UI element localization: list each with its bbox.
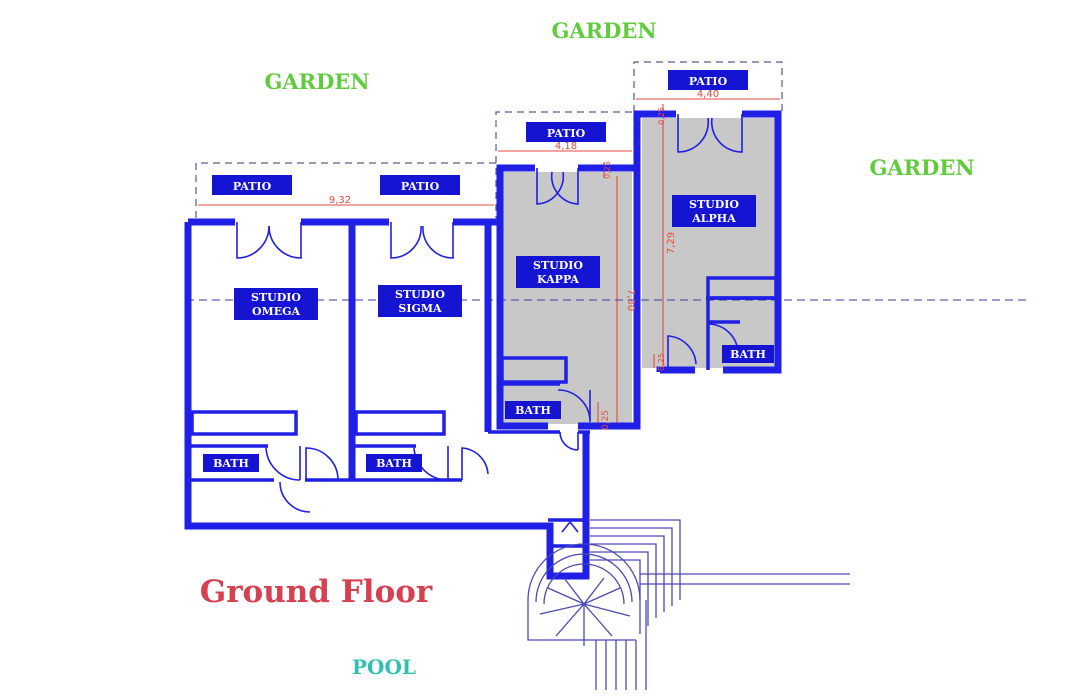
kappa-floor	[502, 172, 632, 424]
dimension-kappa-width: 4,18	[555, 141, 577, 152]
dimension-kappa-bottom: 0,25	[601, 410, 611, 430]
svg-text:OMEGA: OMEGA	[252, 305, 301, 318]
room-label-sigma: STUDIO SIGMA	[378, 285, 462, 317]
dimension-kappa-depth: 7,30	[625, 289, 636, 311]
dimension-alpha-bottom: 0,25	[657, 353, 666, 371]
bath-label-sigma: BATH	[366, 454, 422, 472]
dimension-alpha-top: 0,25	[657, 107, 666, 125]
svg-text:PATIO: PATIO	[689, 75, 728, 88]
bath-label-omega: BATH	[203, 454, 259, 472]
svg-text:BATH: BATH	[376, 457, 412, 470]
bath-label-kappa: BATH	[505, 401, 561, 419]
pool-label: POOL	[352, 655, 416, 679]
svg-text:ALPHA: ALPHA	[691, 212, 736, 225]
svg-text:SIGMA: SIGMA	[398, 302, 442, 315]
dimension-alpha-depth: 7,29	[666, 232, 677, 254]
patio-label-omega: PATIO	[212, 175, 292, 195]
svg-text:STUDIO: STUDIO	[533, 259, 583, 272]
room-label-alpha: STUDIO ALPHA	[672, 195, 756, 227]
door-swings	[236, 114, 743, 533]
patio-label-sigma: PATIO	[380, 175, 460, 195]
svg-text:BATH: BATH	[213, 457, 249, 470]
walls	[184, 110, 782, 580]
dimension-kappa-top: 0,25	[603, 161, 612, 179]
room-label-omega: STUDIO OMEGA	[234, 288, 318, 320]
svg-text:STUDIO: STUDIO	[251, 291, 301, 304]
dimension-lines	[198, 98, 780, 428]
page-title: Ground Floor	[200, 574, 433, 610]
svg-text:PATIO: PATIO	[233, 180, 272, 193]
dimension-left-width: 9,32	[329, 195, 351, 206]
svg-text:PATIO: PATIO	[547, 127, 586, 140]
patio-outlines	[195, 61, 783, 218]
room-label-kappa: STUDIO KAPPA	[516, 256, 600, 288]
svg-text:BATH: BATH	[515, 404, 551, 417]
patio-label-kappa: PATIO	[526, 122, 606, 142]
dimension-alpha-width: 4,40	[697, 89, 719, 100]
stairs	[527, 519, 850, 690]
garden-label-left: GARDEN	[264, 69, 369, 94]
bath-label-alpha: BATH	[722, 345, 774, 363]
garden-label-top: GARDEN	[551, 18, 656, 43]
svg-text:PATIO: PATIO	[401, 180, 440, 193]
svg-text:STUDIO: STUDIO	[395, 288, 445, 301]
patio-label-alpha: PATIO	[668, 70, 748, 90]
svg-text:STUDIO: STUDIO	[689, 198, 739, 211]
svg-text:KAPPA: KAPPA	[537, 273, 579, 286]
svg-text:BATH: BATH	[730, 348, 766, 361]
garden-label-right: GARDEN	[869, 155, 974, 180]
